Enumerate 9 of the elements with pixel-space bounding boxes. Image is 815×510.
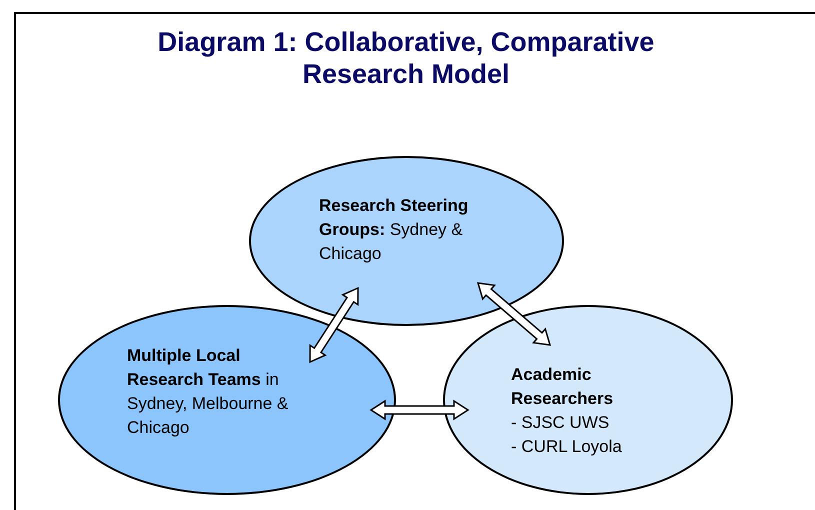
node-text: - SJSC UWS bbox=[511, 412, 610, 434]
double-arrow bbox=[370, 400, 470, 420]
node-text: - CURL Loyola bbox=[511, 436, 623, 458]
double-arrow bbox=[309, 286, 359, 364]
node-text: Academic Researchers bbox=[511, 364, 614, 410]
node-text: Research Steering Groups: Sydney & Chicago bbox=[319, 195, 470, 265]
diagram-title: Diagram 1: Collaborative, Comparative Research Model bbox=[156, 26, 656, 90]
node-text: Multiple Local Research Teams in Sydney, Melbourne & Chicago bbox=[127, 345, 290, 439]
double-arrow bbox=[476, 282, 552, 346]
